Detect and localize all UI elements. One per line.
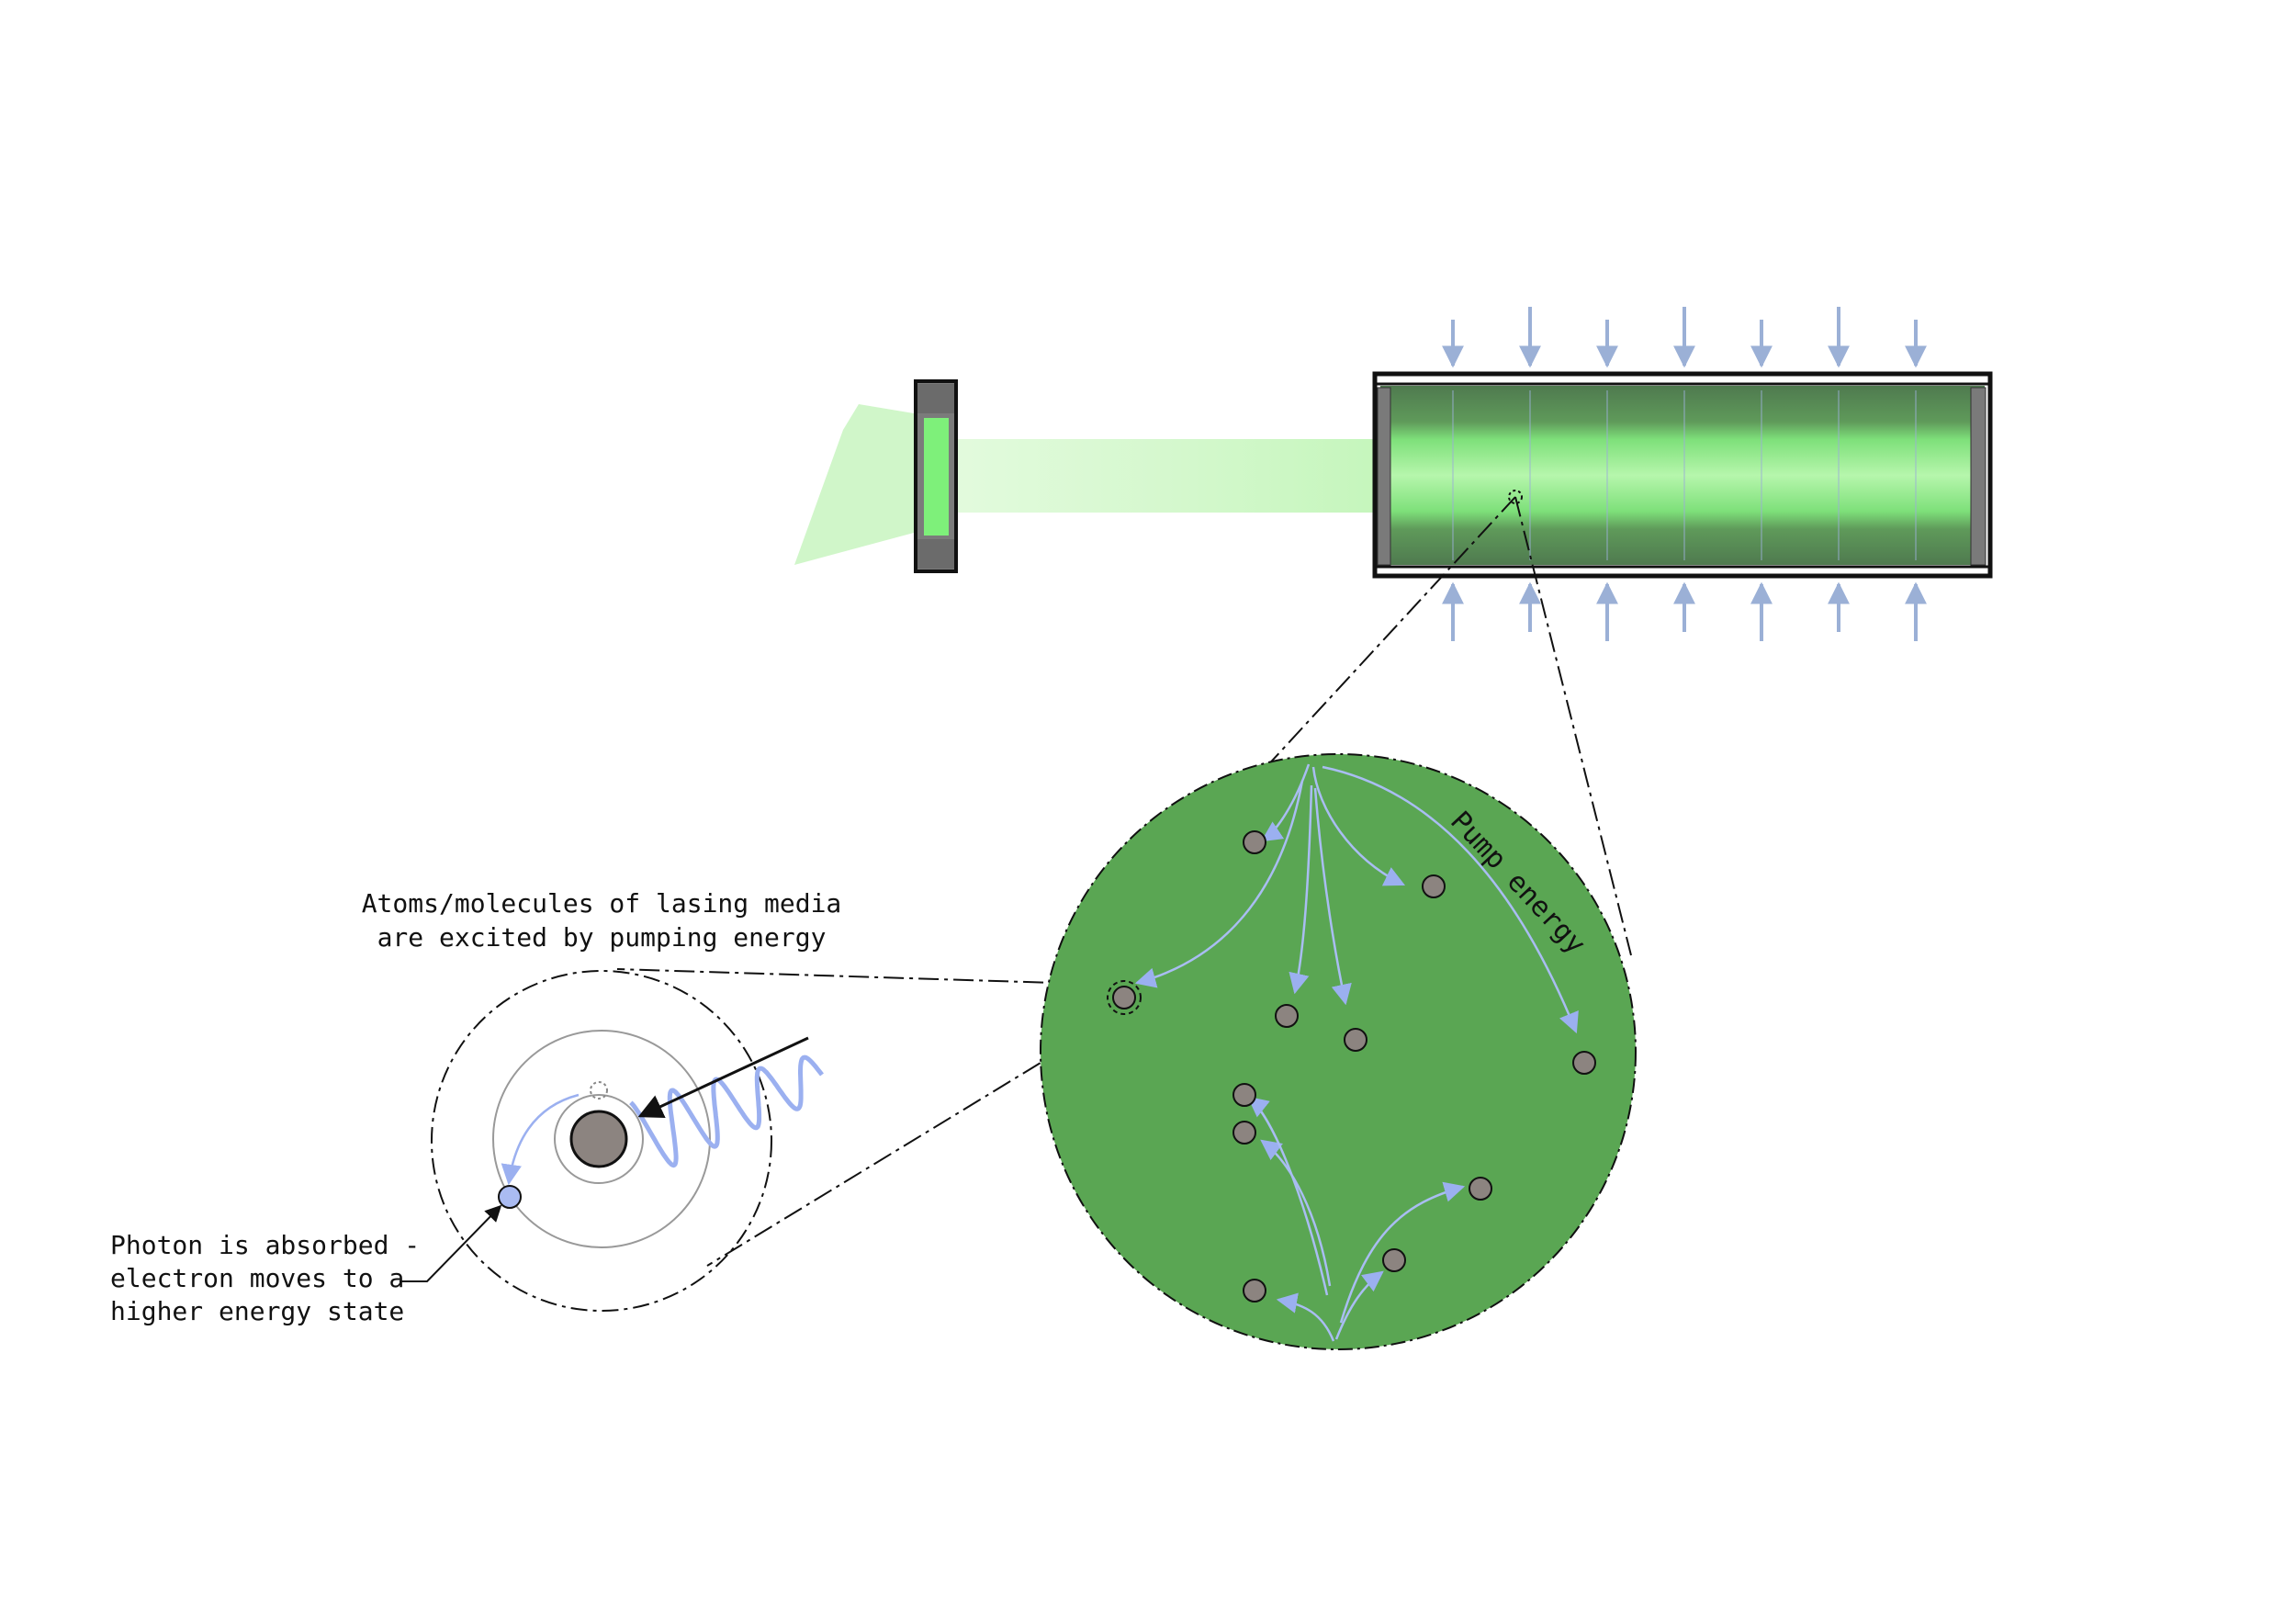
electron-transition-arrow <box>501 1093 580 1186</box>
medium-circle <box>1040 753 1637 1350</box>
photon-leader-line <box>400 1204 502 1282</box>
atom-icon <box>1469 1177 1492 1201</box>
output-beam-cone <box>794 404 914 565</box>
atom-icon <box>1243 1279 1266 1303</box>
annotations: Atoms/molecules of lasing media are exci… <box>110 888 841 1326</box>
pump-arrows-icon <box>1442 307 1927 641</box>
atoms-label-line2: are excited by pumping energy <box>377 922 827 953</box>
photon-label-line3: higher energy state <box>110 1296 404 1326</box>
highlighted-atom-ring <box>1107 980 1142 1015</box>
atoms-group <box>1112 830 1596 1303</box>
atom-icon <box>1232 1083 1256 1107</box>
former-electron-position <box>590 1081 608 1100</box>
atom-icon <box>1382 1248 1406 1272</box>
pump-flow-arrows-top <box>1134 763 1579 1034</box>
photon-wave-icon <box>629 1054 824 1168</box>
atom-icon <box>1232 1121 1256 1145</box>
photon-label-line2: electron moves to a <box>110 1263 404 1293</box>
electron-icon <box>498 1185 522 1209</box>
output-mirror-icon <box>914 379 958 573</box>
atom-icon <box>1243 830 1266 854</box>
laser-assembly <box>794 307 1993 641</box>
inner-orbit <box>554 1094 644 1184</box>
atom-icon <box>1275 1004 1299 1028</box>
atoms-label-line1: Atoms/molecules of lasing media <box>362 888 842 919</box>
gain-medium-tube-icon <box>1372 371 1993 579</box>
atom-nucleus-icon <box>569 1110 628 1168</box>
atom-detail-boundary <box>431 970 772 1312</box>
atom-icon <box>1572 1051 1596 1075</box>
atom-icon <box>1344 1028 1367 1052</box>
laser-beam <box>958 439 1373 513</box>
photon-direction-arrow <box>637 1036 809 1119</box>
pump-flow-arrows-bottom <box>1247 1096 1466 1342</box>
atom-icon <box>1112 986 1136 1009</box>
atom-icon <box>1422 874 1446 898</box>
outer-orbit <box>492 1030 711 1248</box>
atom-detail <box>400 970 824 1312</box>
magnified-medium: Pump energy <box>1040 753 1637 1350</box>
zoom-origin-marker <box>1508 490 1523 504</box>
photon-label-line1: Photon is absorbed - <box>110 1230 420 1260</box>
